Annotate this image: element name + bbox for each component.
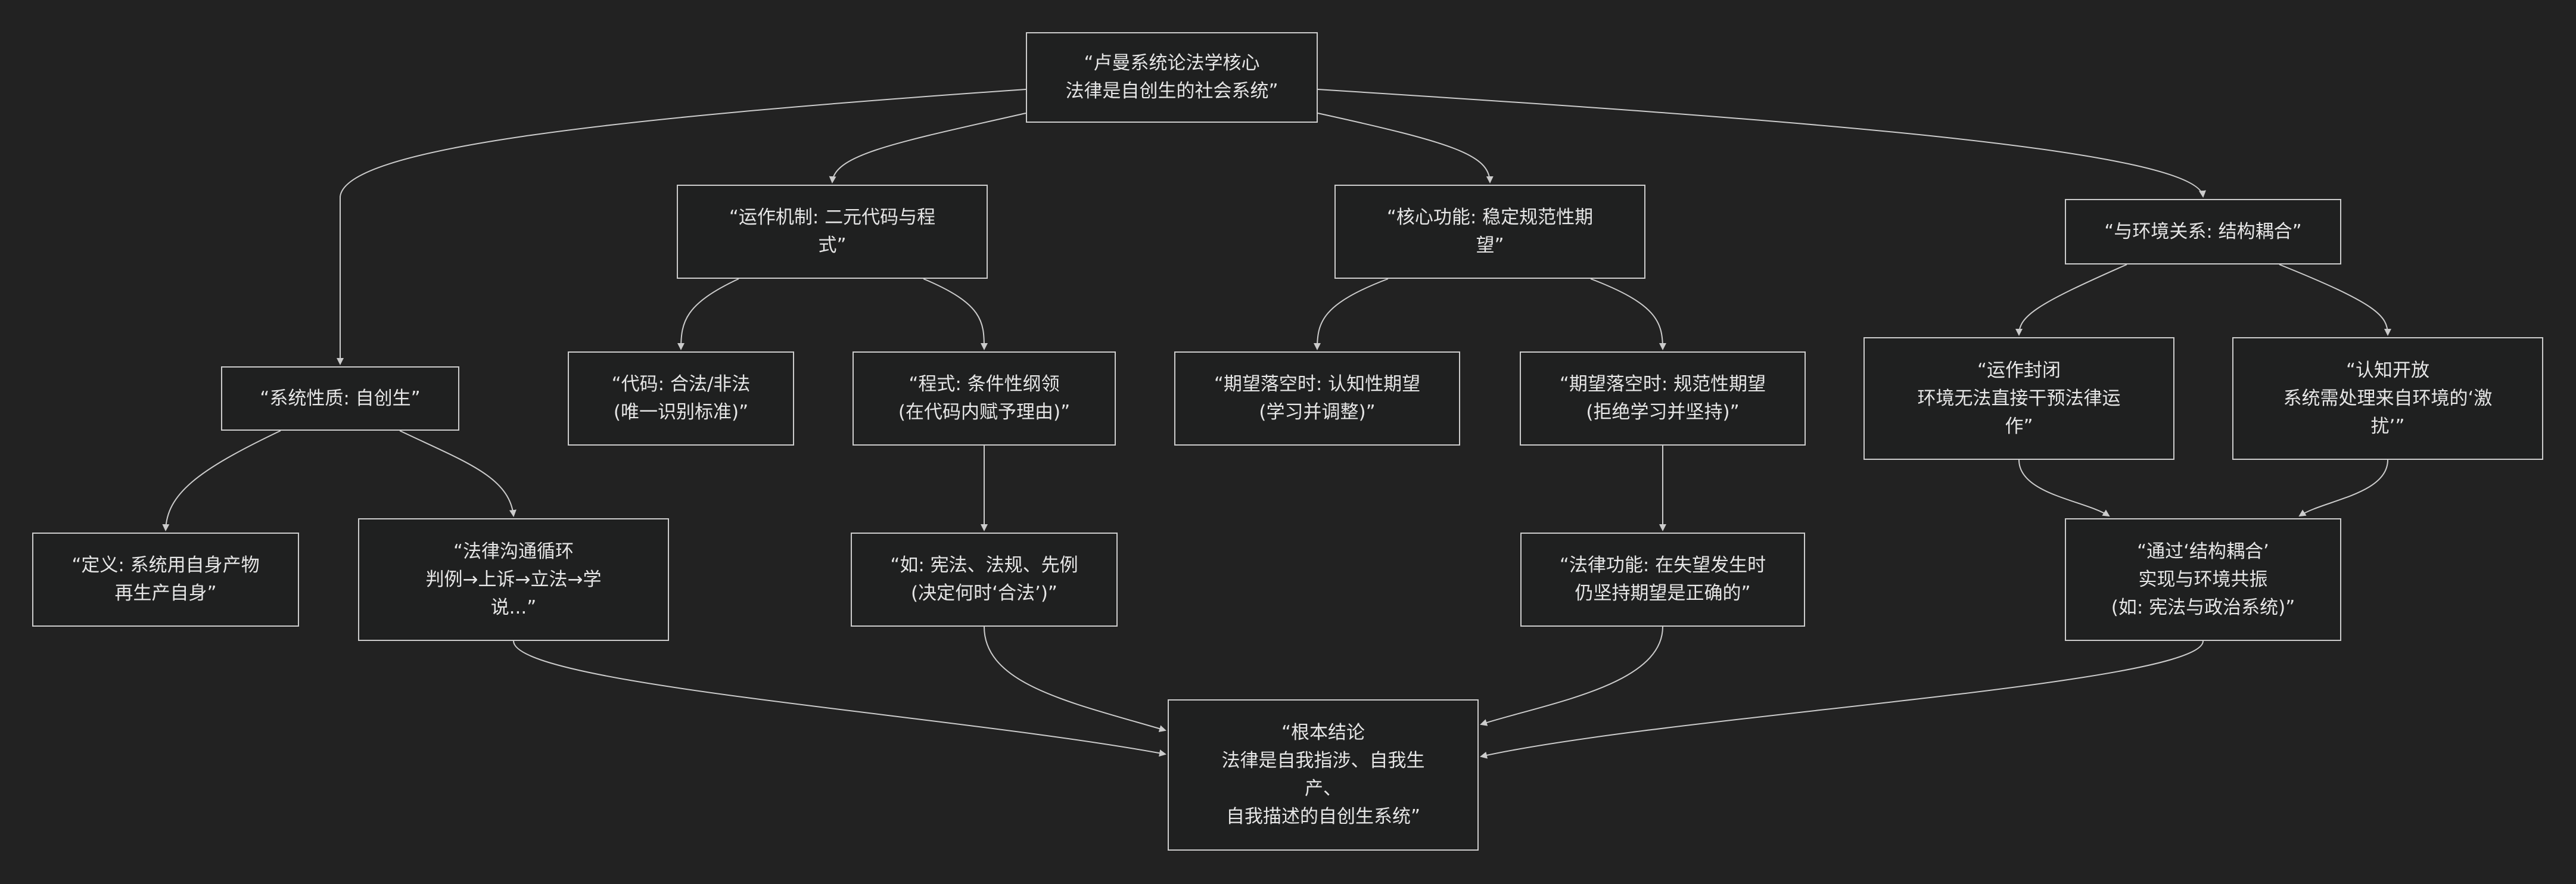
node-conclusion-line: 自我描述的自创生系统”	[1225, 806, 1421, 827]
node-normative-line: (拒绝学习并坚持)”	[1586, 401, 1740, 423]
node-program-example-line: “如: 宪法、法规、先例	[890, 555, 1078, 576]
node-root-line: 法律是自创生的社会系统”	[1065, 80, 1278, 102]
node-normative: “期望落空时: 规范性期望 (拒绝学习并坚持)”	[1520, 351, 1806, 446]
node-root-line: “卢曼系统论法学核心	[1084, 52, 1260, 74]
node-law-function-line: “法律功能: 在失望发生时	[1559, 555, 1766, 576]
node-coupling: “通过‘结构耦合’ 实现与环境共振 (如: 宪法与政治系统)”	[2065, 518, 2341, 641]
node-law-function: “法律功能: 在失望发生时 仍坚持期望是正确的”	[1520, 533, 1805, 627]
node-code: “代码: 合法/非法 (唯一识别标准)”	[568, 351, 794, 446]
node-cycle-line: 说...”	[490, 596, 537, 618]
node-cognitive: “期望落空时: 认知性期望 (学习并调整)”	[1174, 351, 1460, 446]
node-program-line: “程式: 条件性纲领	[909, 373, 1060, 395]
node-cycle-line: 判例→上诉→立法→学	[425, 568, 602, 590]
node-closure-line: “运作封闭	[1977, 359, 2061, 381]
node-cognitive-line: (学习并调整)”	[1259, 401, 1376, 423]
edge-closure-to-coupling	[2018, 459, 2110, 517]
edge-root-to-environment	[1317, 89, 2206, 198]
node-coupling-line: “通过‘结构耦合’	[2137, 540, 2269, 562]
edge-root-to-function	[1317, 113, 1494, 183]
node-cycle-line: “法律沟通循环	[453, 540, 574, 562]
node-nature-line: “系统性质: 自创生”	[260, 387, 421, 409]
edge-cycle-to-conclusion	[513, 640, 1166, 757]
node-law-function-line: 仍坚持期望是正确的”	[1575, 583, 1751, 604]
node-openness: “认知开放 系统需处理来自环境的‘激 扰’”	[2232, 337, 2543, 460]
node-normative-line: “期望落空时: 规范性期望	[1559, 373, 1766, 395]
node-environment-line: “与环境关系: 结构耦合”	[2104, 220, 2302, 242]
node-definition: “定义: 系统用自身产物 再生产自身”	[32, 533, 299, 627]
node-conclusion: “根本结论 法律是自我指涉、自我生 产、 自我描述的自创生系统”	[1168, 699, 1479, 851]
node-function-line: “核心功能: 稳定规范性期	[1386, 207, 1594, 228]
node-program: “程式: 条件性纲领 (在代码内赋予理由)”	[853, 351, 1116, 446]
edge-environment-to-openness	[2279, 264, 2391, 336]
edge-function-to-cognitive	[1314, 278, 1389, 350]
edge-root-to-nature	[337, 89, 1026, 365]
node-openness-line: 扰’”	[2370, 415, 2405, 437]
edge-mechanism-to-code	[677, 278, 739, 350]
edge-nature-to-cycle	[399, 430, 517, 517]
edge-openness-to-coupling	[2298, 459, 2388, 517]
edge-environment-to-closure	[2015, 264, 2127, 336]
node-definition-line: “定义: 系统用自身产物	[71, 555, 260, 576]
node-program-line: (在代码内赋予理由)”	[898, 401, 1071, 423]
node-cognitive-line: “期望落空时: 认知性期望	[1214, 373, 1421, 395]
node-conclusion-line: 法律是自我指涉、自我生	[1221, 750, 1425, 771]
node-function: “核心功能: 稳定规范性期 望”	[1334, 185, 1645, 279]
node-mechanism: “运作机制: 二元代码与程 式”	[677, 185, 988, 279]
node-cycle: “法律沟通循环 判例→上诉→立法→学 说...”	[358, 518, 669, 641]
node-definition-line: 再生产自身”	[114, 583, 217, 604]
node-openness-line: “认知开放	[2345, 359, 2430, 381]
node-conclusion-line: 产、	[1305, 778, 1342, 799]
node-coupling-line: 实现与环境共振	[2138, 568, 2268, 590]
edge-root-to-mechanism	[829, 113, 1026, 183]
node-nature: “系统性质: 自创生”	[221, 366, 459, 431]
node-closure-line: 作”	[2005, 415, 2033, 437]
edge-function-to-normative	[1590, 278, 1666, 350]
node-mechanism-line: 式”	[818, 235, 847, 256]
node-closure-line: 环境无法直接干预法律运	[1917, 387, 2121, 409]
edge-program-example-to-conclusion	[984, 626, 1166, 732]
edge-law-function-to-conclusion	[1480, 626, 1663, 726]
node-code-line: (唯一识别标准)”	[613, 401, 749, 423]
edge-mechanism-to-program	[923, 278, 988, 350]
edge-nature-to-definition	[162, 430, 281, 531]
node-code-line: “代码: 合法/非法	[611, 373, 751, 395]
node-program-example-line: (决定何时‘合法’)”	[911, 583, 1057, 604]
node-program-example: “如: 宪法、法规、先例 (决定何时‘合法’)”	[851, 533, 1118, 627]
edge-coupling-to-conclusion	[1480, 640, 2204, 759]
node-environment: “与环境关系: 结构耦合”	[2065, 199, 2341, 264]
node-mechanism-line: “运作机制: 二元代码与程	[729, 207, 936, 228]
node-closure: “运作封闭 环境无法直接干预法律运 作”	[1863, 337, 2174, 460]
node-coupling-line: (如: 宪法与政治系统)”	[2111, 596, 2295, 618]
node-function-line: 望”	[1476, 235, 1504, 256]
node-conclusion-line: “根本结论	[1281, 722, 1365, 743]
node-root: “卢曼系统论法学核心 法律是自创生的社会系统”	[1026, 32, 1318, 123]
node-openness-line: 系统需处理来自环境的‘激	[2283, 387, 2493, 409]
